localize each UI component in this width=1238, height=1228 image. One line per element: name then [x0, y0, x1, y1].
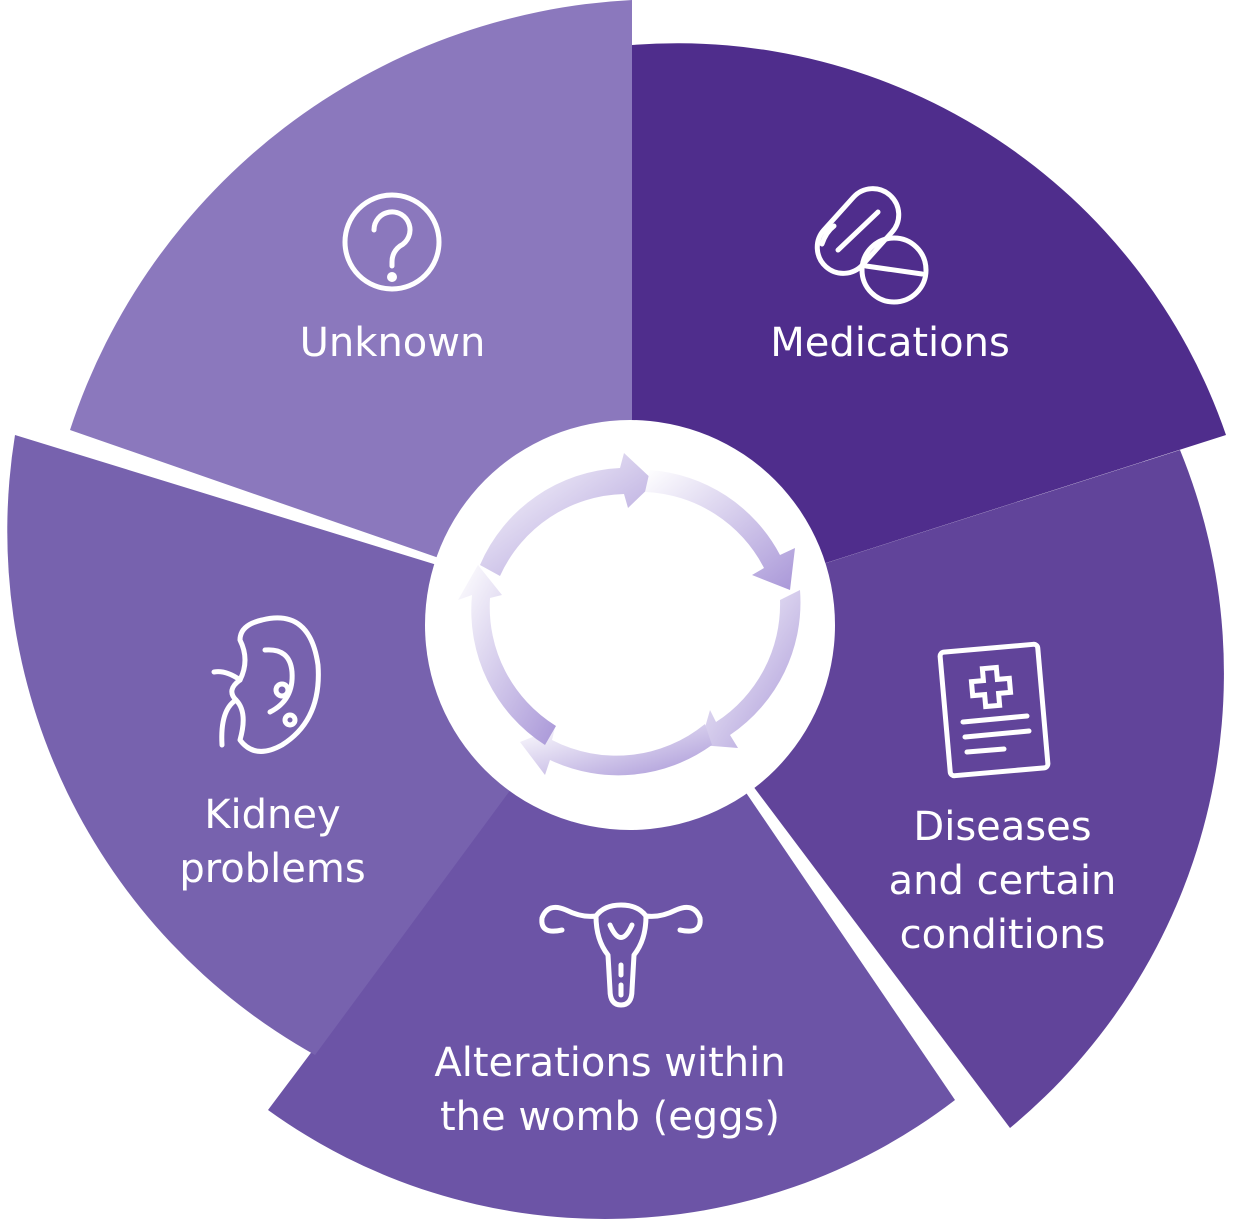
uterus-icon [539, 902, 703, 1008]
label-diseases-line-3: conditions [899, 912, 1106, 958]
label-kidney: Kidney problems [150, 788, 395, 896]
segment-womb [268, 625, 955, 1219]
label-diseases: Diseases and certain conditions [855, 800, 1150, 962]
label-kidney-line-1: Kidney [204, 792, 341, 838]
cycle-arrows-icon [458, 453, 801, 776]
label-unknown: Unknown [250, 316, 535, 370]
medical-report-icon [937, 641, 1051, 779]
question-circle-icon [342, 192, 442, 292]
label-womb-line-1: Alterations within [434, 1040, 786, 1086]
label-medications-line-1: Medications [770, 320, 1010, 366]
label-diseases-line-1: Diseases [913, 804, 1092, 850]
label-womb: Alterations within the womb (eggs) [390, 1036, 830, 1144]
kidney-icon [211, 615, 321, 754]
label-medications: Medications [740, 316, 1040, 370]
pills-icon [814, 186, 929, 305]
segment-unknown [70, 0, 632, 625]
label-kidney-line-2: problems [179, 846, 366, 892]
segment-medications [632, 43, 1226, 625]
label-unknown-line-1: Unknown [299, 320, 486, 366]
label-womb-line-2: the womb (eggs) [439, 1094, 781, 1140]
label-diseases-line-2: and certain [888, 858, 1117, 904]
